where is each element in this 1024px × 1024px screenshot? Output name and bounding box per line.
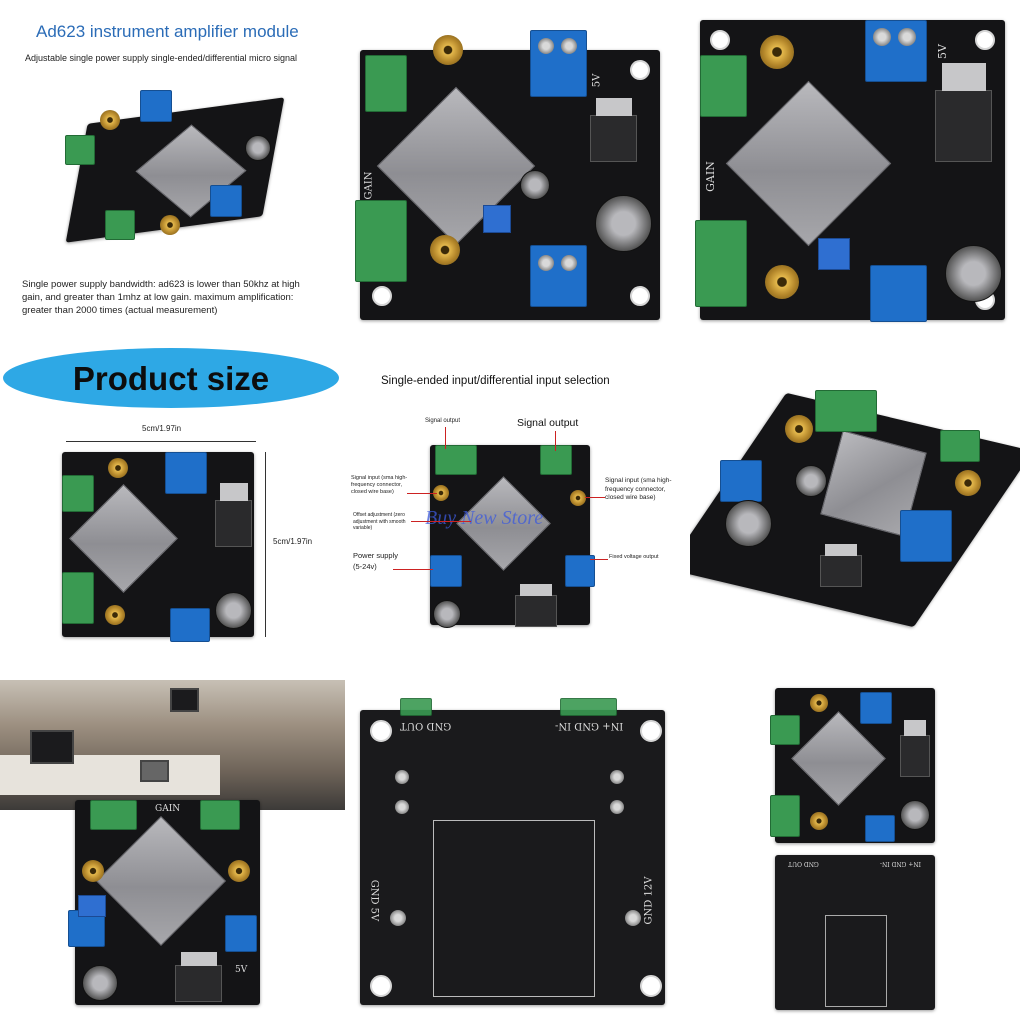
callout-signal-output-large: Signal output (517, 417, 579, 429)
board-top-view-2: GAIN 5V (690, 10, 1020, 330)
silk-gnd-out-small: GND OUT (788, 860, 819, 867)
callout-signal-input-right: Signal input (sma high-frequency connect… (605, 477, 672, 501)
silk-in-gnd-in: IN+ GND IN- (555, 720, 624, 731)
width-dimension-label: 5cm/1.97in (142, 424, 182, 433)
product-subtitle: Adjustable single power supply single-en… (25, 53, 297, 63)
callout-power-supply: Power supply (5-24v) (353, 551, 399, 571)
input-selection-panel: Single-ended input/differential input se… (345, 345, 680, 660)
callout-offset-adjustment: Offset adjustment (zero adjustment with … (353, 512, 406, 531)
back-info-box (433, 820, 595, 997)
front-back-panel: GND OUT IN+ GND IN- (690, 680, 1020, 1020)
bandwidth-description: Single power supply bandwidth: ad623 is … (22, 279, 300, 316)
silk-gain-2: GAIN (703, 161, 717, 192)
silk-5v: 5V (591, 73, 603, 88)
product-size-label: Product size (72, 360, 270, 397)
width-dimension-line (66, 441, 256, 442)
silk-gain: GAIN (363, 171, 375, 200)
silk-gnd-5v: GND 5V (368, 879, 380, 922)
small-back-photo (775, 855, 935, 1010)
callout-signal-output-small: Signal output (425, 418, 461, 424)
board-photo-angled (60, 90, 285, 250)
product-title: Ad623 instrument amplifier module (36, 22, 299, 41)
board-angled-view (690, 380, 1020, 650)
watermark: Buy New Store (425, 507, 544, 529)
office-scene-panel: GAIN 5V (0, 680, 345, 1020)
silk-5v-2: 5V (935, 44, 949, 59)
silk-gain-3: GAIN (155, 804, 181, 814)
selection-title: Single-ended input/differential input se… (381, 375, 610, 387)
height-dimension-label: 5cm/1.97in (273, 537, 313, 546)
intro-panel: Ad623 instrument amplifier module Adjust… (0, 0, 340, 340)
callout-fixed-voltage-output: Fixed voltage output (609, 554, 659, 560)
board-top-view-1: GAIN 5V (345, 10, 675, 330)
silk-gnd-out: GND OUT (400, 720, 452, 731)
product-size-badge: Product size (3, 348, 339, 408)
height-dimension-line (265, 452, 266, 637)
silk-in-gnd-in-small: IN+ GND IN- (880, 860, 921, 867)
board-back-view: GND OUT IN+ GND IN- GND 5V GND 12V (345, 680, 680, 1020)
callout-signal-input-left: Signal input (sma high-frequency connect… (351, 475, 408, 495)
silk-gnd-12v: GND 12V (643, 876, 655, 925)
silk-5v-3: 5V (235, 965, 248, 975)
product-size-panel: Product size 5cm/1.97in 5cm/1.97in (0, 340, 345, 660)
